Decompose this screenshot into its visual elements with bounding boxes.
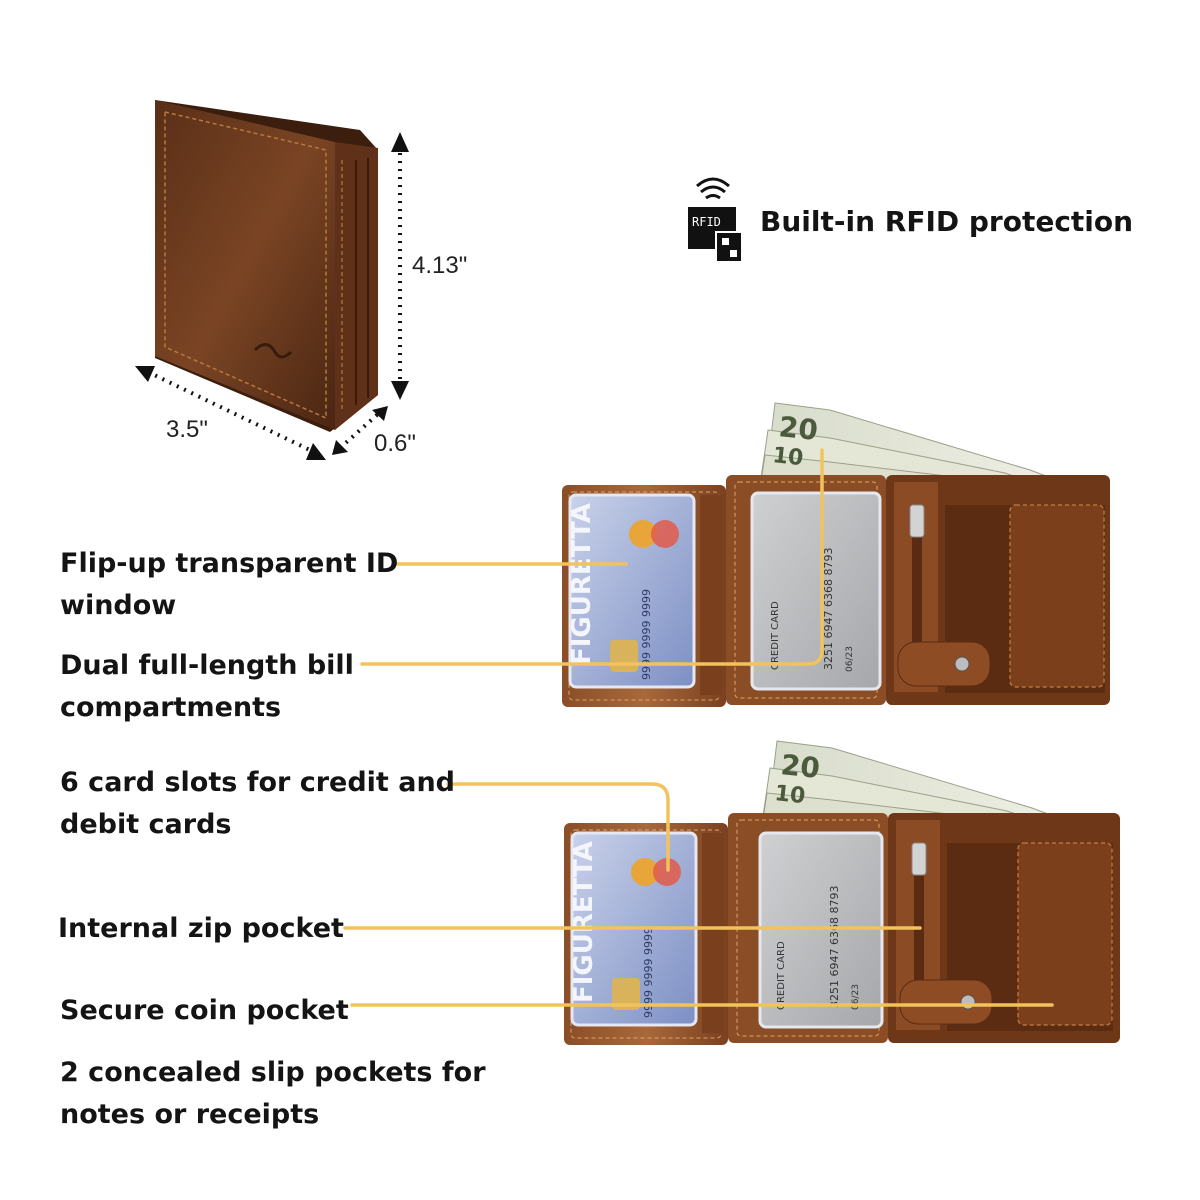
feature-slip-pockets-line2: notes or receipts: [60, 1099, 320, 1130]
rfid-protection-label: Built-in RFID protection: [760, 205, 1134, 238]
card-number-top: 9999 9999 9999: [640, 589, 653, 680]
feature-coin-pocket: Secure coin pocket: [60, 990, 349, 1032]
card-brand-top: FIGURETTA: [567, 503, 597, 665]
credit-number-top: 3251 6947 6368 8793: [822, 548, 835, 670]
bill-20-bottom: 20: [779, 748, 821, 785]
leader-card-slots: [446, 782, 670, 872]
credit-label-top: CREDIT CARD: [770, 601, 781, 670]
feature-card-slots-line2: debit cards: [60, 809, 232, 840]
feature-id-window-line1: Flip-up transparent ID: [60, 548, 399, 579]
card-texts: FIGURETTA 9999 9999 9999 CREDIT CARD 325…: [567, 215, 861, 1018]
height-label: 4.13": [412, 252, 468, 279]
width-dimension-arrow: [147, 370, 315, 454]
feature-bill-compartments-line1: Dual full-length bill: [60, 650, 354, 681]
leader-bill-compartments: [360, 448, 824, 666]
depth-label: 0.6": [374, 430, 416, 457]
feature-card-slots: 6 card slots for credit and debit cards: [60, 762, 455, 846]
credit-expiry-top: 06/23: [845, 646, 855, 672]
bill-10-bottom: 10: [773, 781, 806, 809]
depth-dimension-arrow: [338, 412, 380, 450]
rfid-icon-text: RFID: [692, 215, 721, 229]
feature-id-window: Flip-up transparent ID window: [60, 543, 398, 627]
credit-expiry-bottom: 06/23: [851, 984, 861, 1010]
feature-id-window-line2: window: [60, 590, 177, 621]
open-wallet-image-top: [562, 402, 1110, 707]
card-number-bottom: 9999 9999 9999: [642, 927, 655, 1018]
closed-wallet-image: [155, 100, 378, 432]
credit-number-bottom: 3251 6947 6368 8793: [828, 886, 841, 1008]
feature-slip-pockets: 2 concealed slip pockets for notes or re…: [60, 1052, 486, 1136]
feature-slip-pockets-line1: 2 concealed slip pockets for: [60, 1057, 486, 1088]
card-brand-bottom: FIGURETTA: [569, 841, 599, 1003]
feature-coin-pocket-line1: Secure coin pocket: [60, 995, 349, 1026]
leader-lines: [343, 448, 1054, 1007]
feature-bill-compartments-line2: compartments: [60, 692, 282, 723]
feature-card-slots-line1: 6 card slots for credit and: [60, 767, 456, 798]
bill-10-top: 10: [771, 443, 804, 471]
open-wallet-image-bottom: [564, 740, 1120, 1045]
feature-zip-pocket: Internal zip pocket: [58, 908, 344, 950]
width-label: 3.5": [166, 416, 208, 443]
bill-20-top: 20: [777, 410, 819, 447]
feature-bill-compartments: Dual full-length bill compartments: [60, 645, 354, 729]
feature-zip-pocket-line1: Internal zip pocket: [58, 913, 344, 944]
credit-label-bottom: CREDIT CARD: [776, 941, 787, 1010]
rfid-icon: [688, 177, 743, 263]
